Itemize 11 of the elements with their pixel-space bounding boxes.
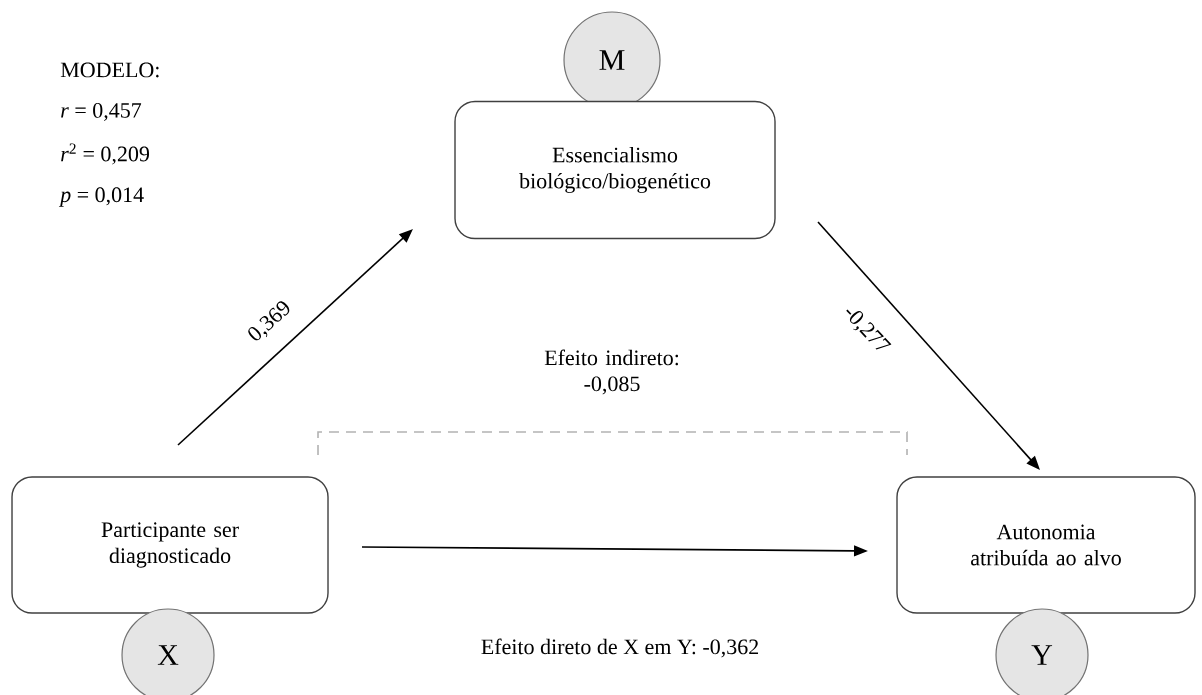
- edge-label: Efeito direto de X em Y: -0,362: [478, 636, 762, 660]
- variable-box: Participante ser diagnosticado: [11, 476, 329, 614]
- model-statistic: r = 0,457: [61, 103, 142, 121]
- arrow: [177, 229, 413, 446]
- variable-box: Autonomia atribuída ao alvo: [896, 476, 1196, 614]
- variable-box: Essencialismo biológico/biogenético: [454, 100, 776, 240]
- arrow: [817, 221, 1040, 470]
- model-statistic: MODELO:: [60, 62, 159, 78]
- model-statistic: r$^{2}$ = 0,209: [61, 143, 149, 165]
- effect-label: Efeito indireto: -0,085: [544, 349, 679, 395]
- model-statistic: p = 0,014: [58, 187, 144, 207]
